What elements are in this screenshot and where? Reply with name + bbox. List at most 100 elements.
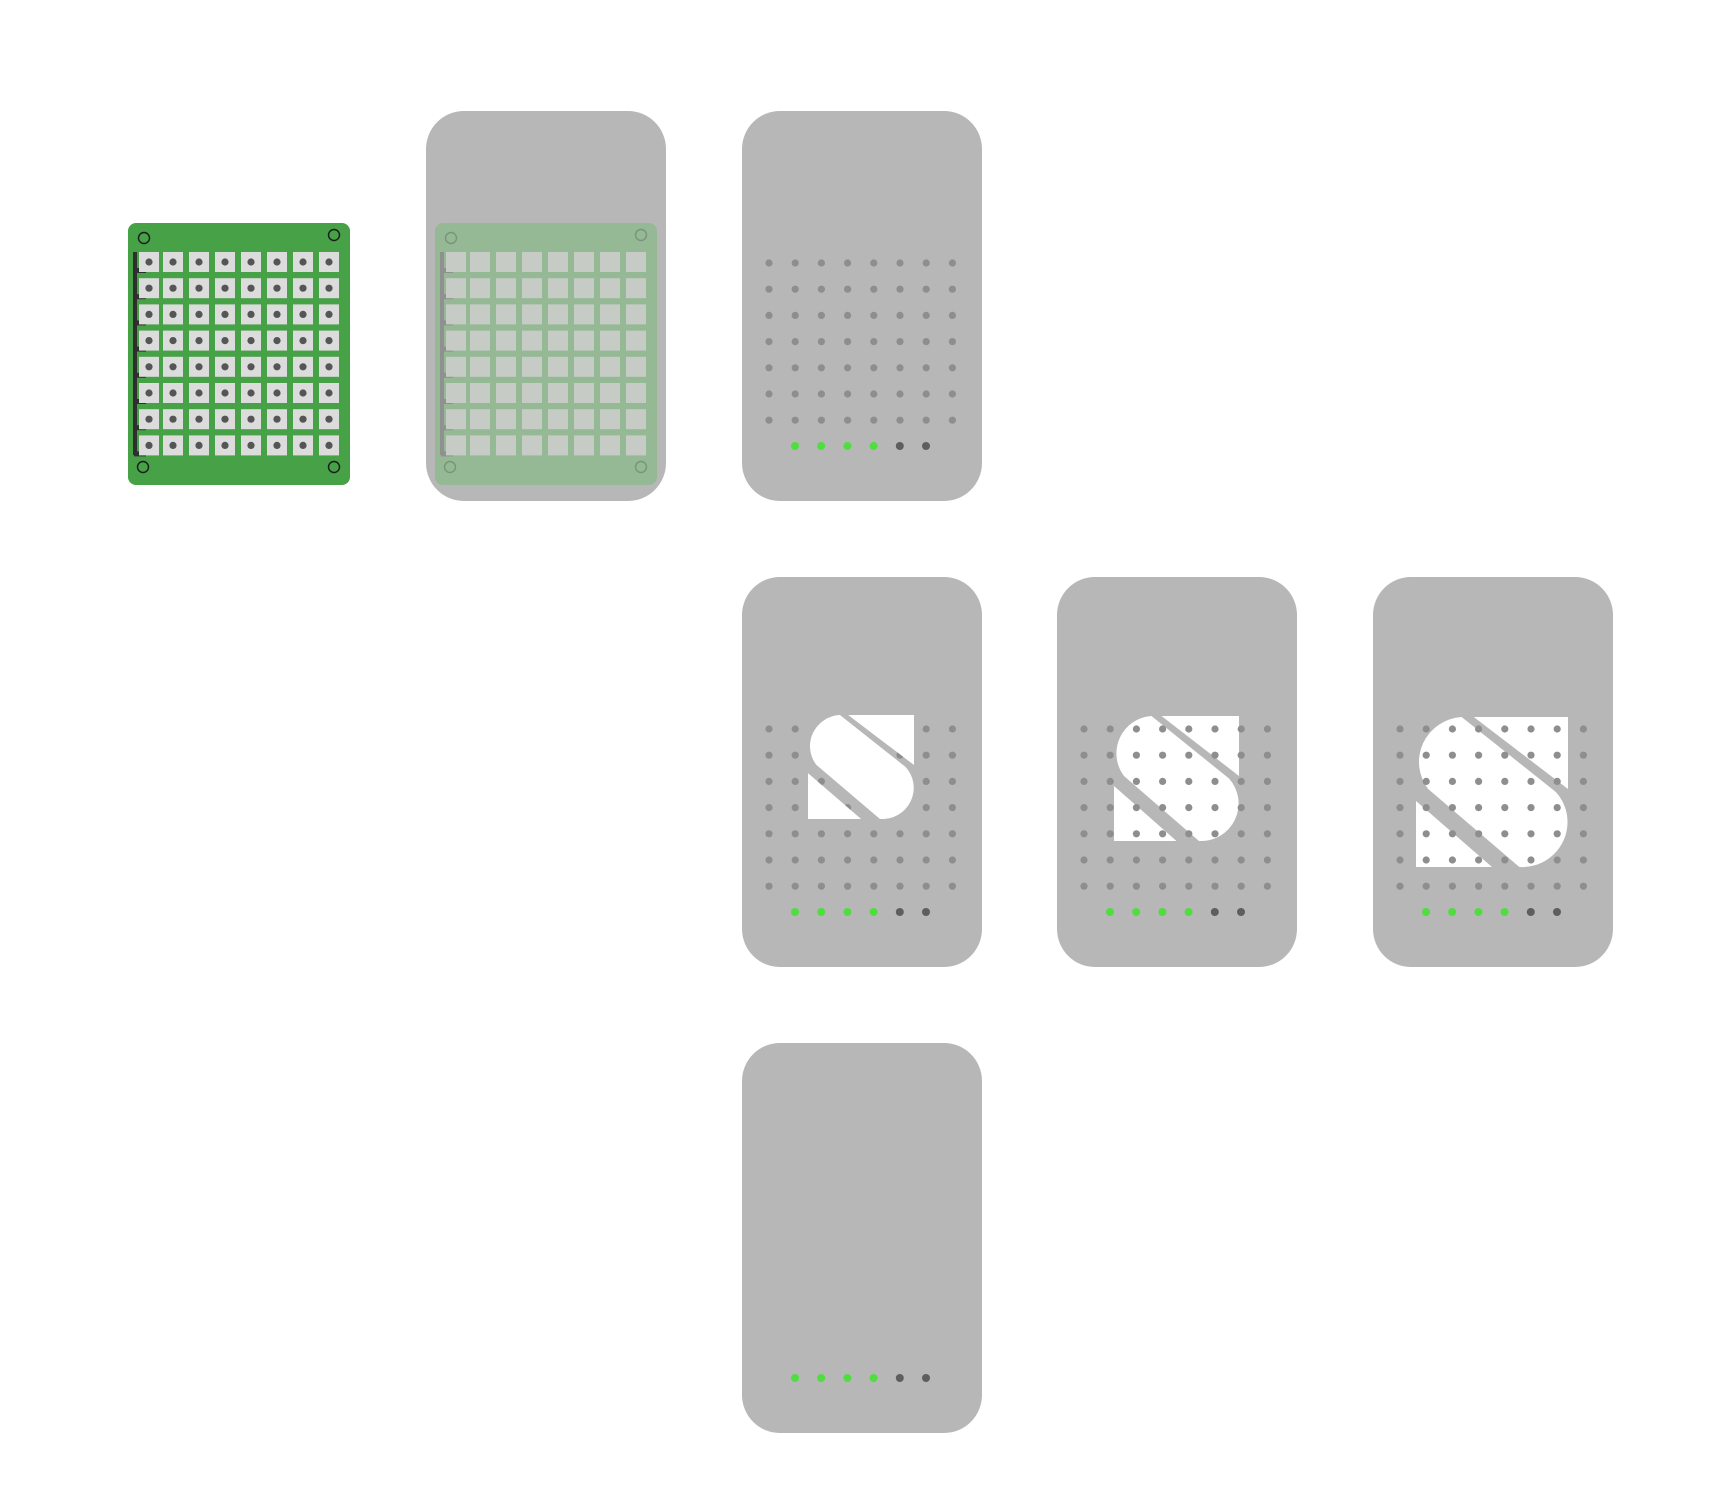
grid-dot <box>765 364 773 372</box>
pad-5-5 <box>574 383 594 403</box>
s-logo-band <box>810 715 914 820</box>
indicator-led-on <box>817 908 826 916</box>
grid-dot <box>1185 856 1193 864</box>
pad-hole <box>325 363 333 371</box>
grid-dot <box>1527 856 1535 864</box>
pad-3-2 <box>496 330 516 351</box>
pad-hole <box>247 441 255 449</box>
grid-dot <box>896 311 904 319</box>
pad-6-4 <box>548 409 568 430</box>
card-body <box>742 1043 982 1433</box>
pad-4-0 <box>446 356 466 377</box>
grid-dot <box>1211 804 1219 812</box>
grid-dot <box>765 856 773 864</box>
grid-dot <box>1185 882 1193 890</box>
grid-dot <box>1448 882 1456 890</box>
grid-dot <box>791 390 799 398</box>
grid-dot <box>1396 751 1404 759</box>
grid-dot <box>844 882 852 890</box>
pad-2-6 <box>600 304 620 325</box>
pad-7-4 <box>548 435 568 456</box>
pad-5-4 <box>548 383 568 403</box>
header-strip <box>133 252 137 455</box>
grid-dot <box>922 882 930 890</box>
pad-3-5 <box>574 330 594 351</box>
pad-hole <box>195 284 203 292</box>
grid-dot <box>791 856 799 864</box>
pad-4-6 <box>600 356 620 377</box>
indicator-led-on <box>791 908 799 916</box>
pad-3-7 <box>626 330 646 351</box>
pad-5-0 <box>446 383 466 403</box>
grid-dot <box>1080 856 1088 864</box>
grid-dot <box>1527 751 1535 759</box>
indicator-led-on <box>1500 908 1509 916</box>
grid-dot <box>1159 830 1167 838</box>
grid-dot <box>817 830 825 838</box>
pad-1-7 <box>626 278 646 299</box>
grid-dot <box>948 416 956 424</box>
grid-dot <box>1080 777 1088 785</box>
grid-dot <box>844 856 852 864</box>
card-ghost-pcb <box>426 111 666 501</box>
s-logo <box>1114 716 1239 842</box>
pad-hole <box>273 284 281 292</box>
pad-hole <box>273 258 281 266</box>
grid-dot <box>896 259 904 267</box>
grid-dot <box>1263 830 1271 838</box>
s-logo-top-right <box>848 715 914 765</box>
grid-dot <box>1501 725 1509 733</box>
pad-2-0 <box>446 304 466 325</box>
indicator-led-off <box>895 1374 904 1382</box>
pad-hole <box>169 363 177 371</box>
pad-6-3 <box>522 409 542 430</box>
grid-dot <box>1422 751 1430 759</box>
pad-6-1 <box>470 409 490 430</box>
indicator-led-off <box>895 442 904 450</box>
pad-1-6 <box>600 278 620 299</box>
pad-7-1 <box>470 435 490 456</box>
grid-dot <box>1159 751 1167 759</box>
grid-dot <box>1475 777 1483 785</box>
grid-dot <box>1237 725 1245 733</box>
grid-dot <box>817 285 825 293</box>
grid-dot <box>870 311 878 319</box>
grid-dot <box>1396 725 1404 733</box>
grid-dot <box>1106 725 1114 733</box>
pad-hole <box>273 389 281 397</box>
card-dot-grid <box>742 111 982 501</box>
indicator-led-on <box>1184 908 1193 916</box>
grid-dot <box>844 416 852 424</box>
grid-dot <box>1448 751 1456 759</box>
pad-hole <box>325 415 333 423</box>
grid-dot <box>1211 725 1219 733</box>
pad-hole <box>299 415 307 423</box>
grid-dot <box>817 777 825 785</box>
grid-dot <box>1132 751 1140 759</box>
indicator-led-on <box>1132 908 1141 916</box>
pad-hole <box>325 389 333 397</box>
pad-7-6 <box>600 435 620 456</box>
pad-6-6 <box>600 409 620 430</box>
pad-3-1 <box>470 330 490 351</box>
pad-hole <box>273 310 281 318</box>
card-logo-medium <box>1057 577 1297 967</box>
pad-hole <box>299 258 307 266</box>
grid-dot <box>922 751 930 759</box>
grid-dot <box>1211 830 1219 838</box>
grid-dot <box>1106 777 1114 785</box>
s-logo <box>808 715 914 820</box>
grid-dot <box>1553 804 1561 812</box>
grid-dot <box>1263 804 1271 812</box>
pad-hole <box>325 337 333 345</box>
grid-dot <box>1211 882 1219 890</box>
grid-dot <box>1579 804 1587 812</box>
grid-dot <box>922 804 930 812</box>
grid-dot <box>922 777 930 785</box>
grid-dot <box>922 364 930 372</box>
pad-hole <box>169 441 177 449</box>
pad-5-7 <box>626 383 646 403</box>
grid-dot <box>1159 725 1167 733</box>
pad-1-5 <box>574 278 594 299</box>
grid-dot <box>922 416 930 424</box>
